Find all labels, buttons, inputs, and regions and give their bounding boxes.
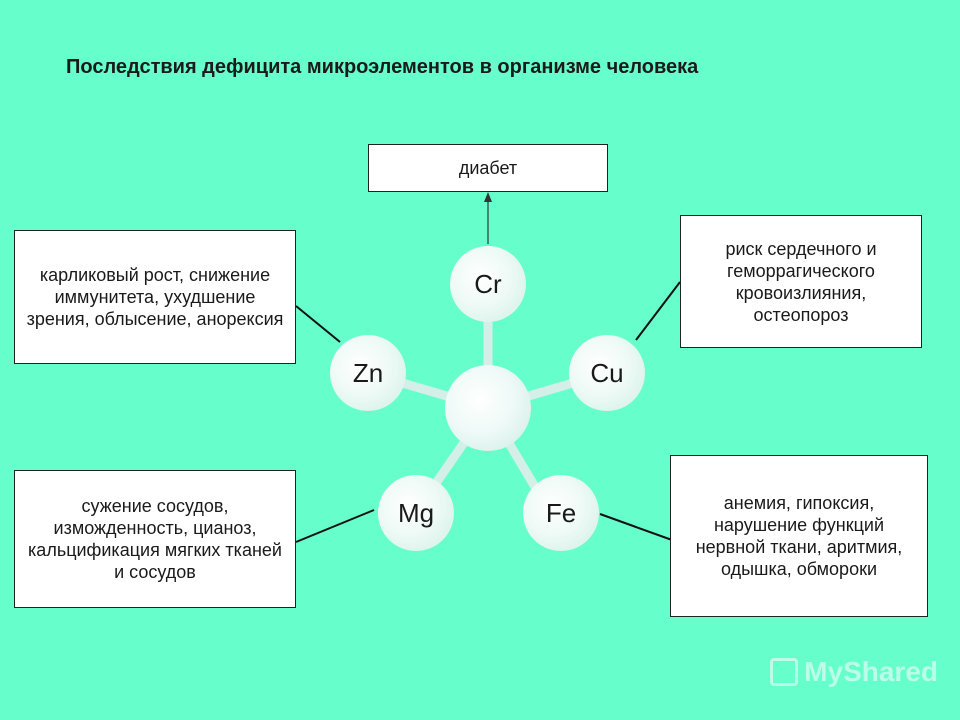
effect-box-cr: диабет [368,144,608,192]
effect-box-fe: анемия, гипоксия, нарушение функций нерв… [670,455,928,617]
watermark: MyShared [770,656,938,688]
arrow-cr-head [484,192,492,202]
watermark-icon [770,658,799,686]
page-title: Последствия дефицита микроэлементов в ор… [66,56,699,78]
leader-zn [295,305,341,343]
node-cu: Cu [569,335,645,411]
leader-mg [295,509,375,543]
leader-cu [635,281,681,341]
node-mg: Mg [378,475,454,551]
watermark-text: MyShared [804,656,938,687]
center-node [445,365,531,451]
leader-fe [599,513,673,541]
effect-box-cu: риск сердечного и геморрагического крово… [680,215,922,348]
effect-box-zn: карликовый рост, снижение иммунитета, ух… [14,230,296,364]
node-fe: Fe [523,475,599,551]
node-zn: Zn [330,335,406,411]
node-cr: Cr [450,246,526,322]
effect-box-mg: сужение сосудов, изможденность, цианоз, … [14,470,296,608]
